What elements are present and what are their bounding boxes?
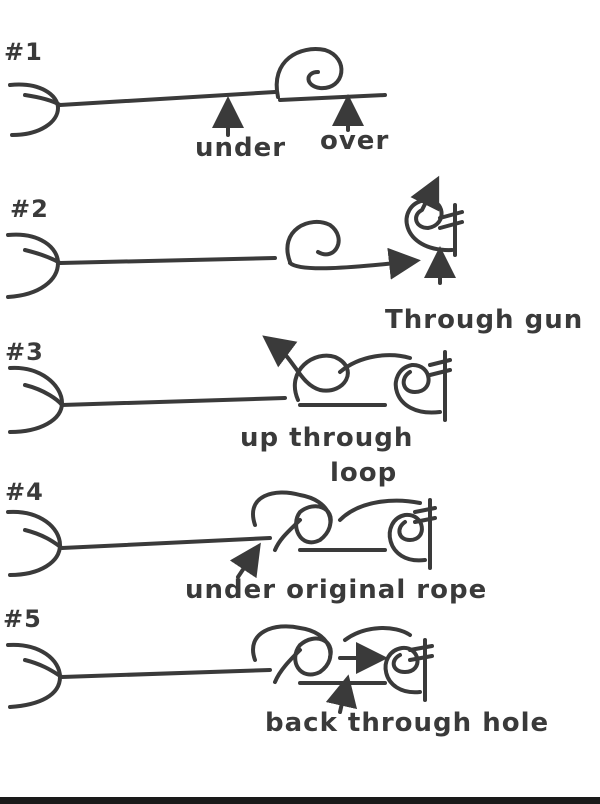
step-2-number: #2 [10, 195, 49, 223]
step-1-drawing [8, 47, 387, 137]
step-4-number: #4 [5, 478, 44, 506]
step-4-drawing [6, 490, 437, 579]
label-over: over [320, 126, 390, 156]
step-5-drawing [6, 624, 434, 714]
label-through-gun: Through gun [385, 305, 584, 335]
label-up-through: up through [240, 423, 414, 453]
label-back-through-hole: back through hole [265, 708, 550, 738]
step-5-number: #5 [3, 605, 42, 633]
bottom-edge [0, 797, 600, 804]
step-1-number: #1 [4, 38, 43, 66]
label-loop: loop [330, 458, 398, 488]
step-3-drawing [8, 335, 452, 434]
label-under: under [195, 133, 287, 163]
step-3-number: #3 [5, 338, 44, 366]
step-2-drawing [6, 175, 464, 299]
hook-icon [8, 82, 60, 137]
label-under-original-rope: under original rope [185, 575, 488, 605]
